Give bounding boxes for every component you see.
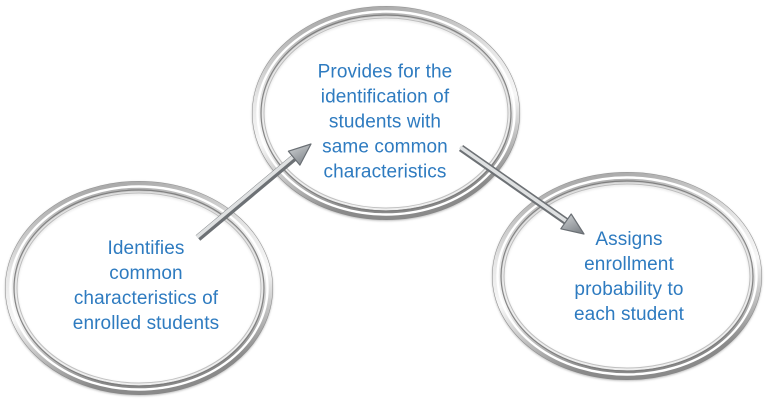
ellipse-provides: [252, 6, 520, 220]
ellipse-assigns: [492, 172, 762, 380]
node-label-identifies: Identifies common characteristics of enr…: [72, 237, 220, 335]
node-label-provides: Provides for the identification of stude…: [317, 61, 453, 183]
node-label-assigns: Assigns enrollment probability to each s…: [573, 228, 685, 326]
ellipse-identifies: [5, 181, 273, 395]
connector-arrow-middle-to-right-icon: [458, 145, 585, 235]
connector-arrow-left-to-middle-icon: [195, 143, 312, 241]
